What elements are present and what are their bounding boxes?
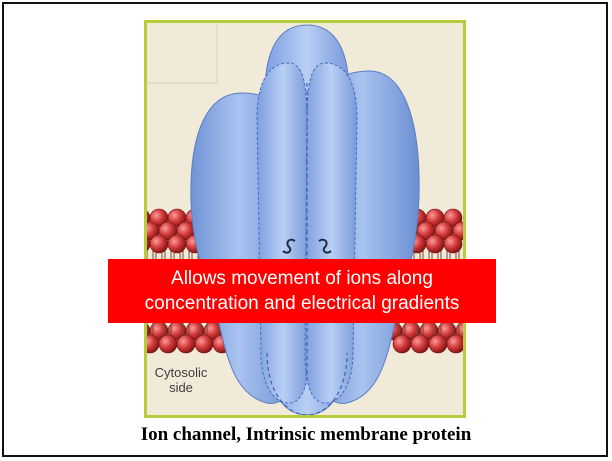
ion-movement-callout: Allows movement of ions along concentrat… [108, 259, 496, 323]
callout-line1: Allows movement of ions along [171, 266, 433, 291]
cytosolic-label-line1: Cytosolic [155, 365, 208, 380]
lipid-head [195, 335, 213, 353]
protein-subunit-center-right [305, 63, 357, 403]
lipid-head [393, 335, 411, 353]
lipid-head [150, 235, 168, 253]
callout-line2: concentration and electrical gradients [145, 291, 460, 316]
ion-channel-figure: Cytosolic side [144, 20, 466, 418]
lipid-head [177, 335, 195, 353]
lipid-head [168, 235, 186, 253]
protein-subunit-center-left [257, 63, 309, 403]
cytosolic-side-label: Cytosolic side [151, 365, 211, 395]
lipid-head [429, 335, 447, 353]
lipid-head [447, 335, 463, 353]
lipid-head [426, 235, 444, 253]
lipid-head [411, 335, 429, 353]
slide-caption: Ion channel, Intrinsic membrane protein [0, 424, 612, 446]
ion-channel-illustration [147, 23, 463, 415]
lipid-head [159, 335, 177, 353]
lipid-head [444, 235, 462, 253]
cytosolic-label-line2: side [169, 380, 193, 395]
